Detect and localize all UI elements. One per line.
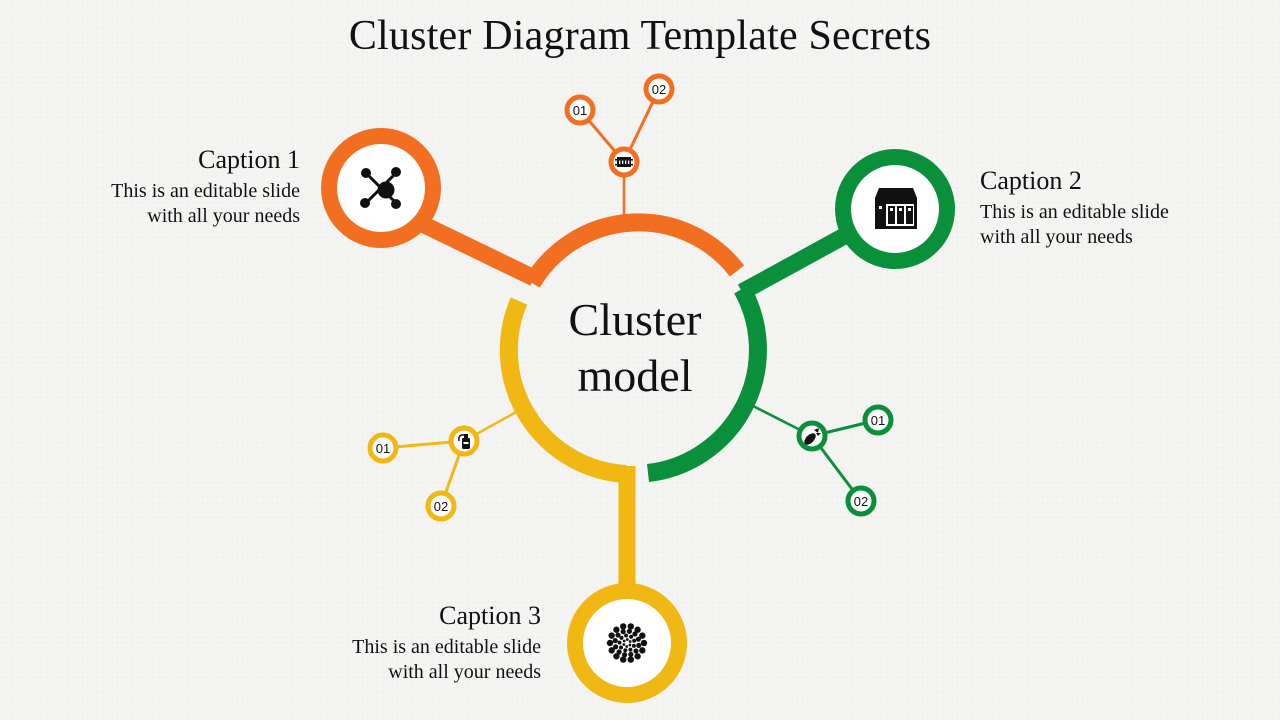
sunflower-dot [613,653,620,660]
yellow-node-02[interactable]: 02 [425,490,457,522]
sunflower-dot [619,635,624,640]
sunflower-dot [639,647,646,654]
sunflower-dot [608,632,615,639]
sunflower-dot [627,623,634,630]
sunflower-dot [613,644,619,650]
radiator-icon [615,157,633,167]
caption-2: Caption 2 This is an editable slide with… [980,166,1169,250]
orange-subcluster: 01 02 [564,73,675,217]
sunflower-dot [620,623,627,630]
sunflower-dot [640,639,648,647]
svg-text:01: 01 [573,103,587,118]
sunflower-dot [616,649,622,655]
orange-connector [406,210,538,286]
caption-2-line1: This is an editable slide [980,201,1169,223]
sunflower-dot [634,653,641,660]
caption-3-title: Caption 3 [439,601,541,630]
sunflower-dot [639,632,646,639]
sunflower-dot [623,648,628,653]
sunflower-dot [628,647,633,652]
caption-2-line2: with all your needs [980,226,1133,248]
center-label-line2: model [577,350,693,401]
sunflower-dot [624,633,629,638]
caption-3-node[interactable] [567,583,687,703]
sunflower-dot [615,632,621,638]
caption-3: Caption 3 This is an editable slide with… [352,601,541,685]
sunflower-dot [608,647,615,654]
sunflower-dot [619,645,624,650]
sunflower-dot [627,656,634,663]
sunflower-dot [634,626,641,633]
caption-1-node[interactable] [321,128,441,248]
sunflower-dot [635,636,641,642]
orange-node-01[interactable]: 01 [564,94,596,126]
sunflower-dot [636,642,642,648]
svg-text:02: 02 [434,499,448,514]
sunflower-dot [632,638,637,643]
caption-1-line1: This is an editable slide [111,180,300,202]
sunflower-dot [628,640,632,643]
sunflower-dot [622,639,626,643]
yellow-arc [499,297,627,483]
sunflower-dot [625,638,629,641]
sunflower-dot [620,656,627,663]
sunflower-dot [617,640,622,645]
yellow-subcluster: 01 02 [367,409,519,522]
caption-3-line2: with all your needs [388,661,541,683]
bomb-icon [804,428,821,445]
sunflower-dot [606,639,614,647]
orange-arc [524,213,745,288]
caption-2-node[interactable] [835,149,955,269]
sunflower-dot [632,631,638,637]
green-node-02[interactable]: 02 [845,485,877,517]
yellow-node-01[interactable]: 01 [367,432,399,464]
sunflower-dot [620,629,626,635]
green-hub[interactable] [796,420,828,452]
sunflower-dot [633,648,639,654]
svg-text:01: 01 [871,413,885,428]
sunflower-dot [613,626,620,633]
slide-title: Cluster Diagram Template Secrets [348,13,932,59]
sunflower-dot [628,651,634,657]
caption-2-title: Caption 2 [980,166,1082,195]
caption-3-line1: This is an editable slide [352,636,541,658]
green-arc [646,284,767,482]
sunflower-dot [626,628,632,634]
caption-1: Caption 1 This is an editable slide with… [111,145,300,229]
center-label-line1: Cluster [568,294,702,345]
sunflower-dot [629,634,634,639]
storefront-icon [875,188,917,229]
yellow-hub[interactable] [448,425,480,457]
fire-extinguisher-icon [458,434,470,449]
center-label: Cluster model [535,292,735,404]
sunflower-dot [631,643,636,648]
network-hub-icon [360,167,401,209]
green-subcluster: 01 02 [752,404,894,517]
sunflower-dot [628,643,632,647]
orange-node-02[interactable]: 02 [643,73,675,105]
svg-text:02: 02 [854,494,868,509]
caption-1-line2: with all your needs [147,205,300,227]
green-node-01[interactable]: 01 [862,404,894,436]
svg-text:01: 01 [376,441,390,456]
dotted-sunflower-icon [606,623,648,663]
svg-text:02: 02 [652,82,666,97]
sunflower-dot [622,652,628,658]
sunflower-dot [622,643,626,646]
sunflower-dot [625,645,629,648]
green-connector [737,226,853,300]
orange-hub[interactable] [608,146,640,178]
sunflower-dot [612,638,618,644]
caption-1-title: Caption 1 [198,145,300,174]
